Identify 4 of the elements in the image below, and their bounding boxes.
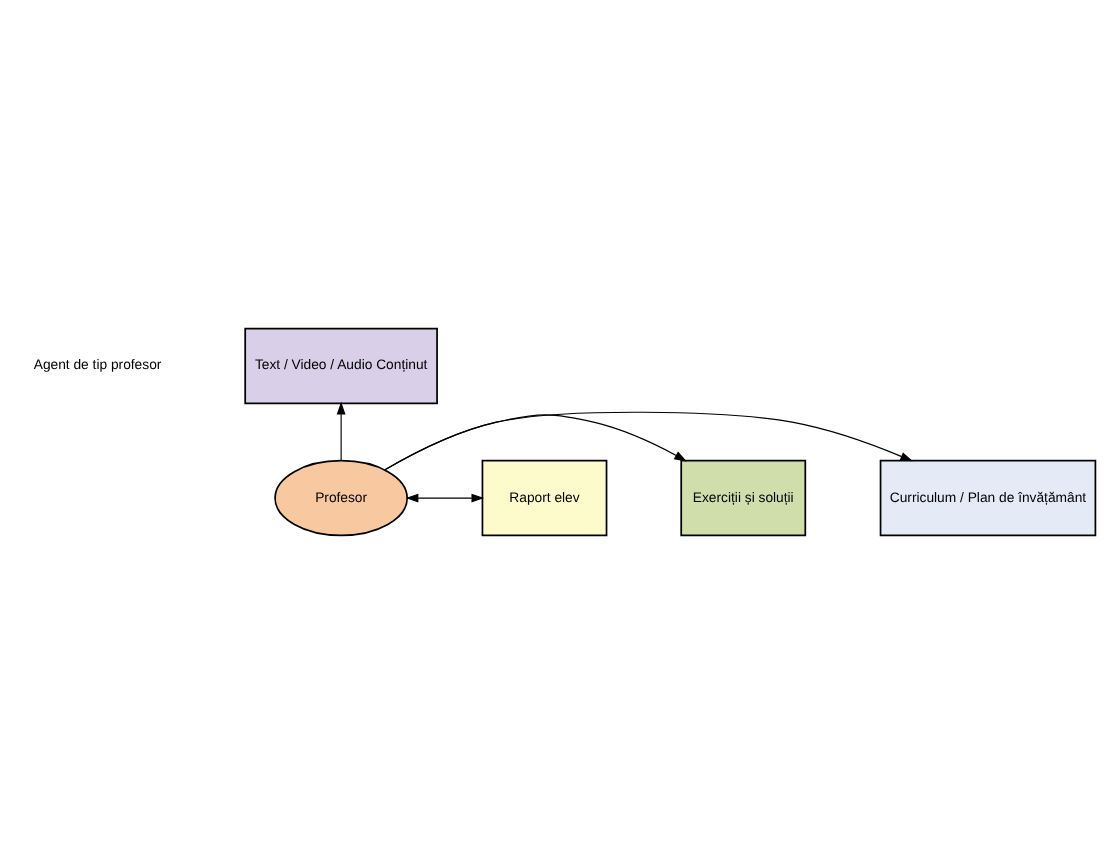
arrow (384, 410, 913, 470)
arrow (384, 413, 687, 470)
arrow (405, 492, 485, 502)
arrow (336, 400, 346, 461)
